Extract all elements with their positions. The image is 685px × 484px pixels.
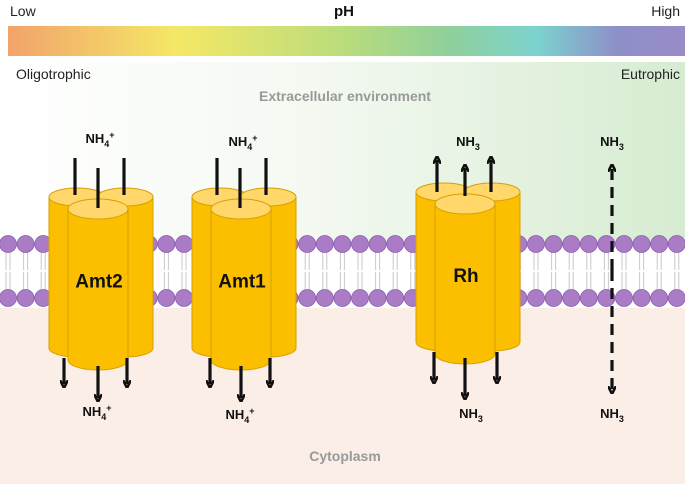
lipid-head: [632, 289, 651, 307]
ph-title: pH: [334, 3, 354, 20]
lipid-head: [298, 289, 317, 307]
lipid-head: [667, 235, 685, 253]
transporter-label: Amt2: [75, 272, 123, 293]
lipid-head: [16, 235, 35, 253]
lipid-head: [562, 235, 581, 253]
extracellular-label: Extracellular environment: [259, 88, 431, 104]
lipid-head: [615, 289, 633, 307]
transporter-amt1: Amt1: [191, 187, 297, 371]
substrate-label-bottom: NH3: [459, 406, 483, 424]
substrate-label-top: NH4+: [85, 130, 114, 149]
substrate-label-bottom: NH4+: [82, 403, 111, 422]
substrate-label-top: NH4+: [228, 133, 257, 152]
lipid-head: [175, 289, 193, 307]
lipid-head: [615, 235, 633, 253]
transporter-label: Amt1: [218, 272, 266, 293]
transporter-amt2: Amt2: [48, 187, 154, 371]
diffusion-label-bottom: NH3: [600, 406, 624, 424]
lipid-head: [175, 235, 193, 253]
ph-gradient-bar: [8, 26, 685, 56]
substrate-label-top: NH3: [456, 134, 480, 152]
oligotrophic-label: Oligotrophic: [16, 66, 91, 82]
lipid-head: [315, 235, 334, 253]
lipid-head: [351, 289, 369, 307]
lipid-head: [650, 235, 669, 253]
lipid-head: [368, 235, 387, 253]
lipid-head: [333, 235, 352, 253]
eutrophic-label: Eutrophic: [621, 66, 680, 82]
transporter-cylinder: [67, 198, 129, 371]
diffusion-label-top: NH3: [600, 134, 624, 152]
transporter-cylinder: [210, 198, 272, 371]
cytoplasm-label: Cytoplasm: [309, 448, 381, 464]
ph-high-label: High: [651, 3, 680, 19]
lipid-head: [579, 235, 598, 253]
transporter-cylinder: [434, 193, 496, 365]
lipid-head: [351, 235, 369, 253]
lipid-head: [544, 289, 563, 307]
lipid-head: [579, 289, 598, 307]
lipid-head: [667, 289, 685, 307]
transporter-label: Rh: [453, 266, 478, 287]
substrate-label-bottom: NH4+: [225, 406, 254, 425]
arrow-group: [64, 158, 612, 398]
transporter-group: Amt2 Amt1 Rh: [48, 182, 521, 371]
lipid-head: [386, 235, 405, 253]
lipid-head: [650, 289, 669, 307]
lipid-head: [527, 289, 545, 307]
lipid-head: [0, 235, 17, 253]
lipid-head: [386, 289, 405, 307]
lipid-head: [527, 235, 545, 253]
lipid-head: [544, 235, 563, 253]
lipid-head: [0, 289, 17, 307]
lipid-head: [368, 289, 387, 307]
lipid-head: [157, 289, 176, 307]
lipid-head: [315, 289, 334, 307]
lipid-head: [562, 289, 581, 307]
transporter-rh: Rh: [415, 182, 521, 365]
lipid-head: [298, 235, 317, 253]
lipid-head: [333, 289, 352, 307]
lipid-head: [632, 235, 651, 253]
ph-low-label: Low: [10, 3, 37, 19]
lipid-head: [16, 289, 35, 307]
lipid-head: [157, 235, 176, 253]
